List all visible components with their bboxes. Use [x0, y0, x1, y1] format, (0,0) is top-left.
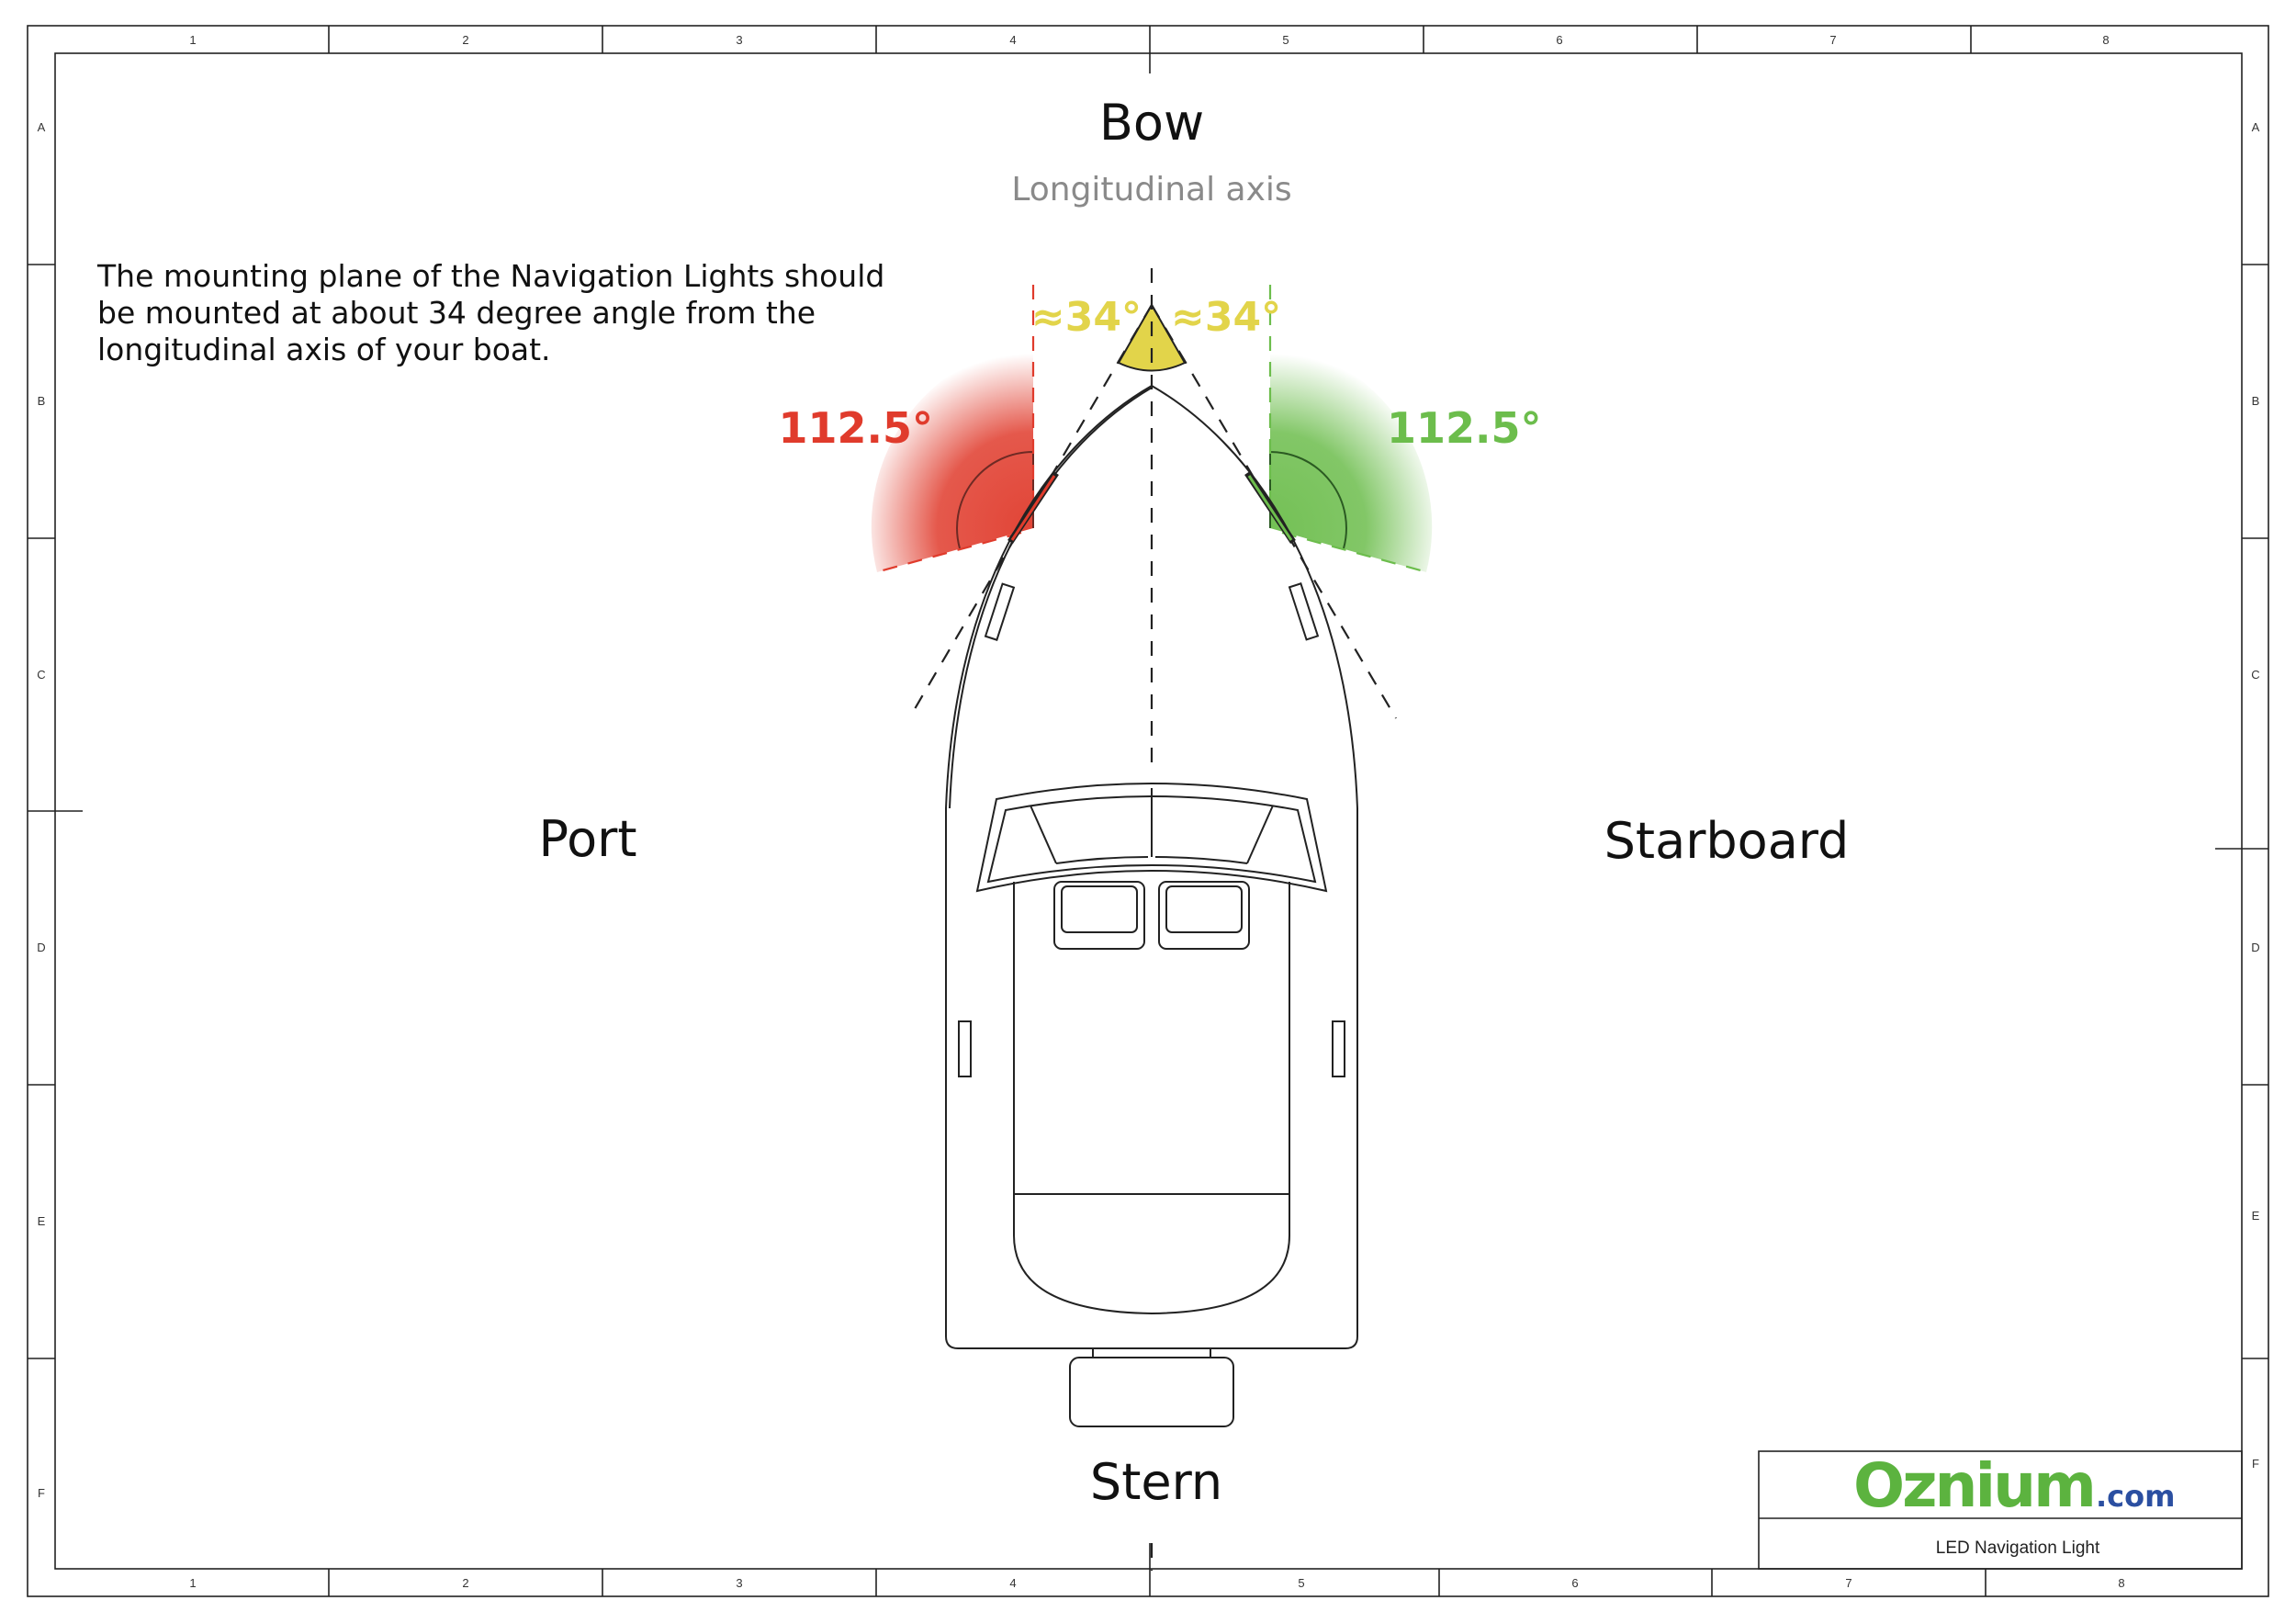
zone-bottom-2: 2	[462, 1576, 468, 1590]
title-block-caption: LED Navigation Light	[1936, 1538, 2100, 1558]
drawing-frame: 1 2 3 4 5 6 7 8 1 2 3 4 5 6 7 8 A B C D …	[27, 25, 2269, 1597]
starboard-label: Starboard	[1604, 812, 1850, 870]
bottom-zone-numbers: 1 2 3 4 5 6 7 8	[189, 1576, 2124, 1590]
starboard-angle-label: 112.5°	[1387, 403, 1542, 453]
bow-label: Bow	[1099, 94, 1204, 152]
zone-top-8: 8	[2102, 33, 2109, 47]
zone-bottom-6: 6	[1571, 1576, 1578, 1590]
note-line-1: The mounting plane of the Navigation Lig…	[96, 258, 884, 294]
zone-bottom-7: 7	[1845, 1576, 1851, 1590]
zone-right-c: C	[2251, 668, 2259, 682]
note-line-2: be mounted at about 34 degree angle from…	[97, 295, 816, 331]
right-zone-dividers	[2215, 264, 2268, 1359]
right-zone-letters: A B C D E F	[2251, 120, 2259, 1471]
port-label: Port	[538, 810, 636, 868]
mounting-note: The mounting plane of the Navigation Lig…	[96, 258, 884, 367]
starboard-side-cleat	[1332, 1020, 1345, 1077]
zone-right-e: E	[2252, 1209, 2260, 1223]
zone-bottom-4: 4	[1009, 1576, 1016, 1590]
zone-bottom-8: 8	[2118, 1576, 2124, 1590]
starboard-bow-cleat	[1288, 582, 1320, 641]
zone-right-a: A	[2252, 120, 2260, 134]
zone-top-1: 1	[189, 33, 196, 47]
bow-angle-sector	[1117, 302, 1187, 372]
zone-bottom-3: 3	[736, 1576, 742, 1590]
zone-right-f: F	[2252, 1457, 2259, 1471]
starboard-light-sector	[1268, 285, 1433, 575]
zone-right-d: D	[2251, 941, 2259, 954]
stern-label: Stern	[1090, 1453, 1222, 1511]
boat-hull	[945, 384, 1358, 1349]
note-line-3: longitudinal axis of your boat.	[97, 332, 551, 367]
left-zone-letters: A B C D E F	[37, 120, 45, 1500]
zone-left-b: B	[38, 394, 46, 408]
bow-angle-right-label: ≈34°	[1171, 294, 1281, 341]
zone-left-a: A	[38, 120, 46, 134]
zone-left-d: D	[37, 941, 45, 954]
bottom-zone-dividers	[328, 1543, 1986, 1596]
zone-top-2: 2	[462, 33, 468, 47]
zone-right-b: B	[2252, 394, 2260, 408]
seats	[1053, 881, 1250, 950]
logo-main-text: Oznium	[1853, 1450, 2094, 1521]
zone-top-7: 7	[1829, 33, 1836, 47]
cockpit	[1013, 882, 1290, 1315]
logo-suffix-text: .com	[2096, 1479, 2175, 1514]
zone-top-6: 6	[1556, 33, 1562, 47]
port-angle-label: 112.5°	[778, 403, 933, 453]
zone-bottom-1: 1	[189, 1576, 196, 1590]
port-nav-light	[1007, 471, 1059, 544]
port-side-cleat	[958, 1020, 972, 1077]
top-zone-dividers	[328, 26, 1972, 73]
windshield	[975, 783, 1328, 893]
bow-angle-left-label: ≈34°	[1031, 294, 1142, 341]
oznium-logo: Oznium .com	[1853, 1450, 2175, 1521]
port-bow-cleat	[984, 582, 1016, 641]
zone-top-3: 3	[736, 33, 742, 47]
longitudinal-axis-label: Longitudinal axis	[1011, 171, 1291, 209]
left-zone-dividers	[28, 264, 83, 1359]
port-light-sector	[871, 285, 1035, 575]
starboard-nav-light	[1244, 471, 1296, 544]
zone-bottom-5: 5	[1298, 1576, 1304, 1590]
title-block: Oznium .com LED Navigation Light	[1758, 1450, 2243, 1570]
zone-left-c: C	[37, 668, 45, 682]
zone-top-5: 5	[1282, 33, 1289, 47]
zone-left-f: F	[38, 1486, 45, 1500]
outboard-motor	[1069, 1348, 1234, 1427]
zone-top-4: 4	[1009, 33, 1016, 47]
top-zone-numbers: 1 2 3 4 5 6 7 8	[189, 33, 2109, 47]
zone-left-e: E	[38, 1214, 46, 1228]
